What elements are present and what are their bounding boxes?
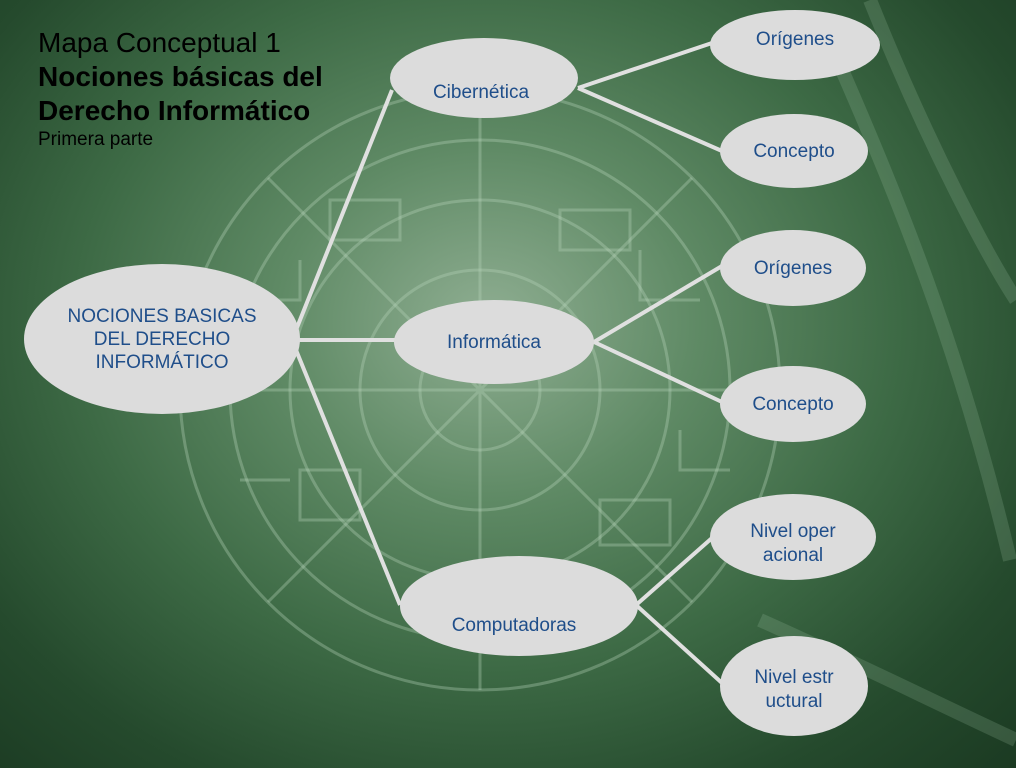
branch-node-computadoras: Computadoras [400, 556, 638, 656]
branch-node-label: Cibernética [432, 82, 530, 103]
root-node: NOCIONES BASICAS DEL DERECHO INFORMÁTICO [24, 264, 300, 414]
branch-node-label: Computadoras [451, 615, 577, 636]
edge-computadoras-nivel-estructural [634, 603, 724, 685]
edge-root-cibernetica [294, 89, 394, 331]
edge-informatica-concepto [593, 340, 723, 404]
slide-subtitle: Primera parte [38, 129, 154, 150]
leaf-node-label: Nivel estructural [754, 667, 834, 712]
edge-computadoras-nivel-operacional [634, 536, 714, 607]
branch-node-cibernetica: Cibernética [390, 38, 578, 118]
leaf-node-label: Concepto [752, 393, 834, 415]
edge-informatica-origenes [592, 264, 724, 344]
leaf-node-label: Orígenes [755, 29, 835, 50]
title-block: Mapa Conceptual 1 Nociones básicas del D… [38, 26, 323, 152]
slide-heading-line-2: Derecho Informático [38, 95, 311, 126]
leaf-node-label: Concepto [753, 140, 835, 162]
leaf-node-nivel-operacional: Nivel operacional [710, 494, 876, 580]
branch-node-label: Informática [447, 331, 541, 353]
slide-heading-line-1: Nociones básicas del [38, 61, 323, 92]
leaf-node-nivel-estructural: Nivel estructural [720, 636, 868, 736]
branch-node-informatica: Informática [394, 300, 594, 384]
leaf-node-origenes-1: Orígenes [710, 10, 880, 80]
edge-cibernetica-origenes [577, 41, 713, 90]
leaf-node-concepto-1: Concepto [720, 114, 868, 188]
edge-cibernetica-concepto [577, 86, 723, 153]
leaf-node-label: Nivel operacional [750, 521, 836, 566]
edge-root-computadoras [294, 349, 402, 606]
leaf-node-origenes-2: Orígenes [720, 230, 866, 306]
root-node-label: NOCIONES BASICAS DEL DERECHO INFORMÁTICO [67, 305, 257, 373]
leaf-node-label: Orígenes [753, 257, 833, 279]
slide-title: Mapa Conceptual 1 [38, 27, 281, 58]
leaf-node-concepto-2: Concepto [720, 366, 866, 442]
